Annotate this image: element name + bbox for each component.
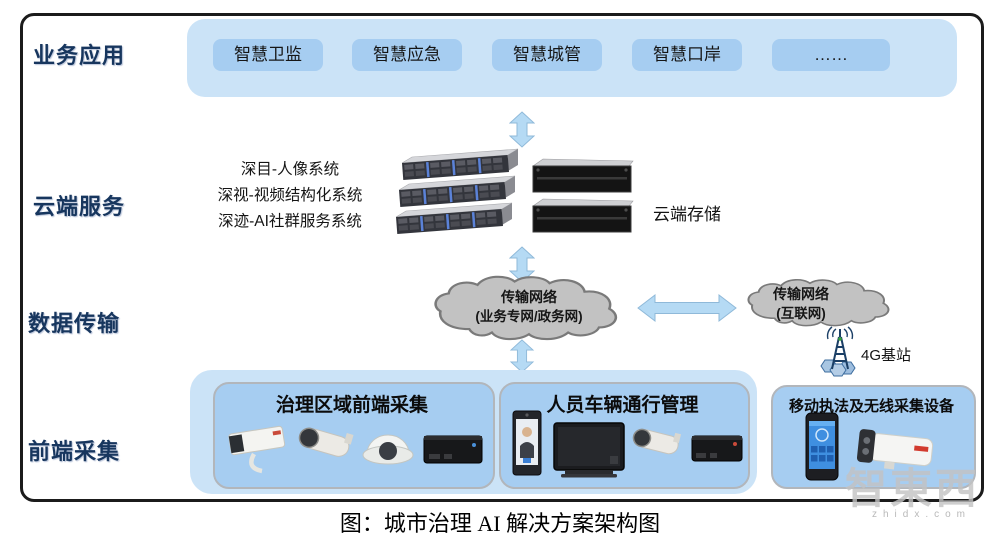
face-terminal-icon [512, 410, 542, 476]
system-name-community: 深迹-AI社群服务系统 [218, 213, 362, 230]
watermark-domain: zhidx.com [872, 509, 972, 520]
box-camera-icon [228, 425, 286, 474]
up-down-arrow-icon [509, 339, 535, 373]
app-chip-port: 智慧口岸 [632, 39, 742, 71]
app-chip-emergency: 智慧应急 [352, 39, 462, 71]
app-chip-more: …… [772, 39, 890, 71]
cloud-private-subtitle: (业务专网/政务网) [475, 309, 583, 324]
area-collection-title: 治理区域前端采集 [275, 395, 428, 416]
base-station-label: 4G基站 [861, 347, 912, 364]
rack-server-stack-icon [395, 148, 519, 234]
4g-tower-icon [820, 326, 856, 377]
layer-label-cloud: 云端服务 [33, 194, 126, 219]
storage-label: 云端存储 [653, 205, 721, 224]
nvr-box-icon [691, 435, 743, 462]
layer-label-business: 业务应用 [33, 43, 126, 68]
cloud-internet-icon [747, 279, 890, 327]
handheld-pda-icon [805, 412, 839, 481]
cloud-internet-title: 传输网络 [773, 286, 829, 302]
storage-array-icon [532, 158, 634, 233]
diagram-border [20, 13, 984, 502]
traffic-mgmt-title: 人员车辆通行管理 [546, 395, 699, 416]
bullet-camera-icon [856, 429, 934, 470]
watermark-logo: 智東西 [845, 465, 981, 512]
dome-camera-icon [362, 434, 414, 465]
nvr-box-icon [423, 435, 483, 464]
monitor-icon [553, 422, 625, 478]
cloud-private-title: 传输网络 [501, 289, 557, 305]
up-down-arrow-icon [509, 111, 535, 148]
bullet-camera-icon [298, 427, 354, 457]
layer-label-frontend: 前端采集 [28, 439, 121, 464]
left-right-arrow-icon [637, 293, 737, 323]
bullet-camera-icon [632, 428, 682, 455]
cloud-internet-subtitle: (互联网) [776, 306, 826, 321]
system-name-face: 深目-人像系统 [240, 161, 340, 178]
system-name-video: 深视-视频结构化系统 [217, 187, 363, 204]
app-chip-health: 智慧卫监 [213, 39, 323, 71]
layer-label-transmission: 数据传输 [28, 311, 121, 336]
figure-caption: 图：城市治理 AI 解决方案架构图 [339, 511, 661, 536]
mobile-devices-title: 移动执法及无线采集设备 [788, 398, 954, 415]
cloud-private-network-icon [434, 275, 618, 341]
app-chip-citymgmt: 智慧城管 [492, 39, 602, 71]
